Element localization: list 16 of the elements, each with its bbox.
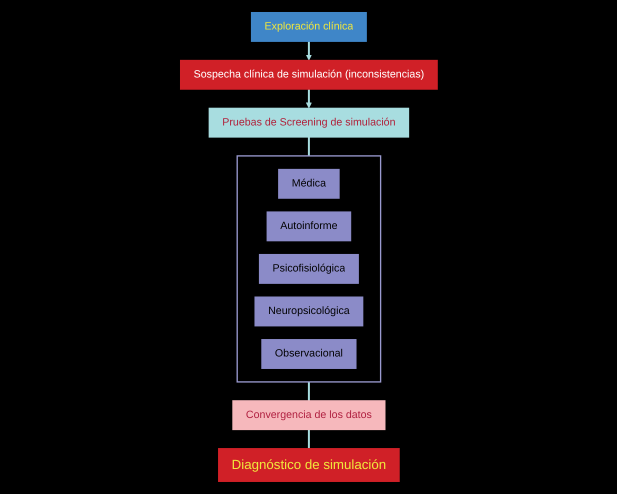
node-box: Neuropsicológica (254, 296, 363, 326)
connector (308, 137, 310, 156)
arrow (306, 42, 312, 60)
connector (308, 382, 310, 401)
node-box: Pruebas de Screening de simulación (208, 108, 409, 138)
node-box: Diagnóstico de simulación (218, 448, 400, 482)
node-box: Observacional (260, 339, 356, 369)
arrow (306, 89, 312, 108)
cluster (236, 155, 381, 383)
connector (308, 430, 310, 448)
node-box: Convergencia de los datos (232, 400, 386, 430)
node-box: Autoinforme (266, 211, 351, 242)
node-box: Médica (278, 168, 340, 199)
node-box: Exploración clínica (250, 12, 366, 42)
node-box: Psicofisiológica (258, 254, 358, 284)
node-box: Sospecha clínica de simulación (inconsistencias) (180, 60, 438, 90)
